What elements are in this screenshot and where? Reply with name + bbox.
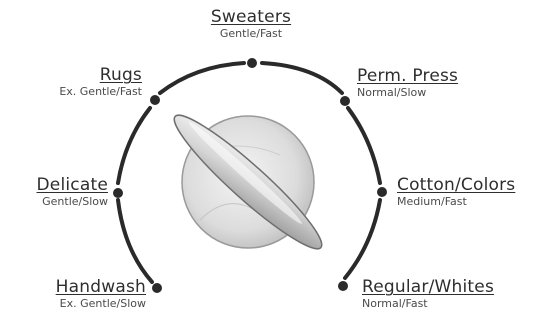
- setting-name: Cotton/Colors: [397, 177, 515, 194]
- setting-name: Regular/Whites: [362, 279, 494, 296]
- selector-knob[interactable]: [164, 104, 332, 260]
- setting-label-rugs[interactable]: Rugs Ex. Gentle/Fast: [59, 67, 142, 97]
- setting-name: Perm. Press: [357, 68, 458, 85]
- dot-handwash[interactable]: [152, 283, 162, 293]
- dot-sweaters[interactable]: [247, 58, 257, 68]
- dial-arc-left-lower: [118, 200, 152, 282]
- setting-name: Rugs: [100, 67, 142, 84]
- setting-label-cotton-colors[interactable]: Cotton/Colors Medium/Fast: [397, 177, 515, 207]
- setting-mode: Normal/Fast: [362, 298, 428, 309]
- setting-label-handwash[interactable]: Handwash Ex. Gentle/Slow: [56, 279, 146, 309]
- dot-regular-whites[interactable]: [338, 281, 348, 291]
- setting-mode: Gentle/Slow: [42, 196, 108, 207]
- dot-cotton-colors[interactable]: [377, 187, 387, 197]
- setting-mode: Ex. Gentle/Slow: [60, 298, 146, 309]
- setting-label-sweaters[interactable]: Sweaters Gentle/Fast: [211, 9, 291, 39]
- setting-mode: Ex. Gentle/Fast: [59, 86, 142, 97]
- dial-arc-left-upper: [118, 108, 150, 183]
- dial-arc-right-lower: [345, 200, 380, 278]
- setting-name: Sweaters: [211, 9, 291, 26]
- dot-delicate[interactable]: [113, 188, 123, 198]
- setting-name: Delicate: [37, 177, 108, 194]
- dot-rugs[interactable]: [150, 95, 160, 105]
- setting-label-delicate[interactable]: Delicate Gentle/Slow: [37, 177, 108, 207]
- setting-mode: Medium/Fast: [397, 196, 467, 207]
- setting-label-perm-press[interactable]: Perm. Press Normal/Slow: [357, 68, 458, 98]
- dial-arc-right-upper: [348, 108, 380, 183]
- setting-mode: Gentle/Fast: [220, 28, 282, 39]
- dial-arc-top-right: [262, 63, 342, 93]
- dot-perm-press[interactable]: [340, 96, 350, 106]
- dial-arc-top-left: [160, 63, 244, 93]
- setting-name: Handwash: [56, 279, 146, 296]
- setting-mode: Normal/Slow: [357, 87, 426, 98]
- setting-label-regular-whites[interactable]: Regular/Whites Normal/Fast: [362, 279, 494, 309]
